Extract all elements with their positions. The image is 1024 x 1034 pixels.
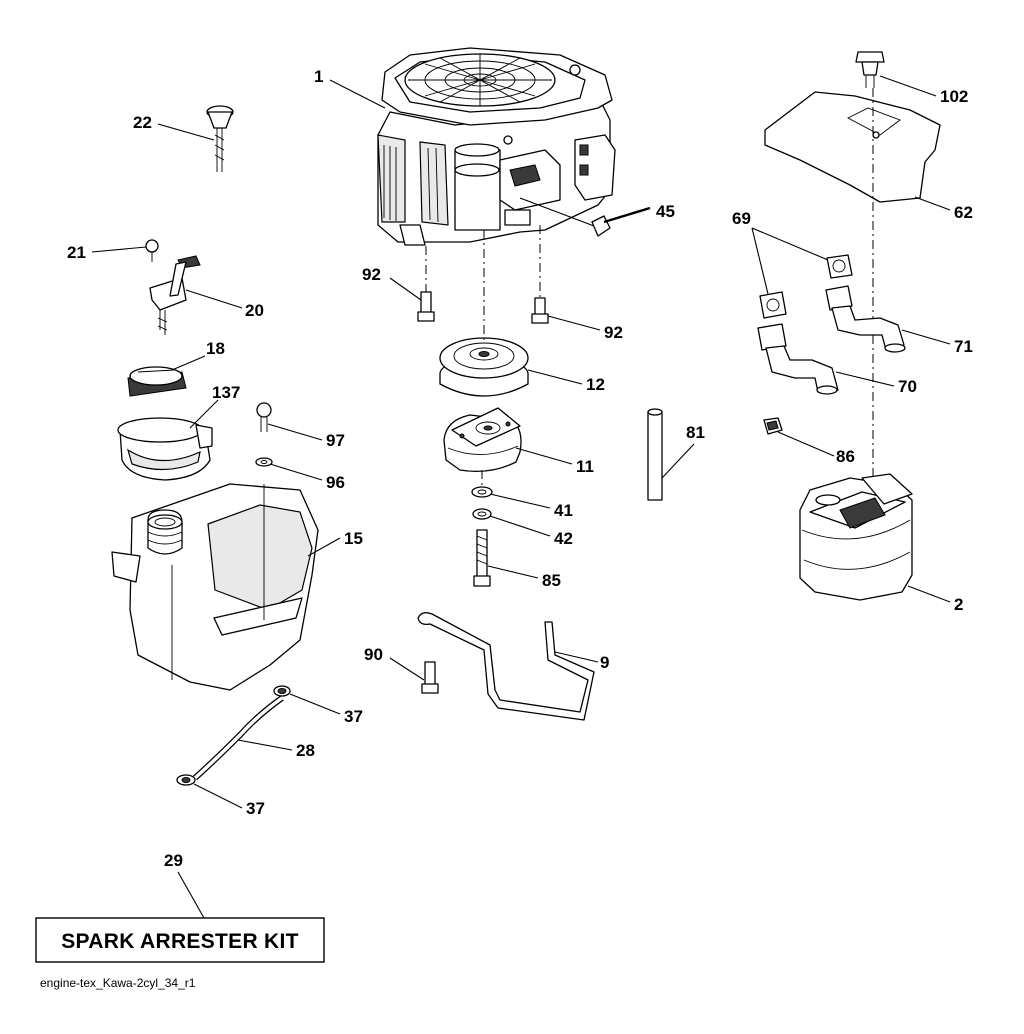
callout-90: 90 (364, 645, 383, 664)
fuel-cap-part (127, 366, 187, 397)
clamp-lower-part (176, 774, 196, 786)
callout-42: 42 (554, 529, 573, 548)
exhaust-pipe-left-part (757, 323, 839, 395)
callout-71: 71 (954, 337, 973, 356)
callout-2: 2 (954, 595, 963, 614)
callout-92-left: 92 (362, 265, 381, 284)
callout-81: 81 (686, 423, 705, 442)
callout-1: 1 (314, 67, 323, 86)
spark-arrester-kit-label: SPARK ARRESTER KIT (61, 930, 299, 953)
knob-part (855, 51, 885, 88)
washer-part (255, 457, 273, 467)
callout-137: 137 (212, 383, 240, 402)
clamp-upper-part (273, 685, 291, 697)
bolt-part-left (417, 291, 435, 322)
fuel-tank-part (111, 483, 319, 691)
gasket-part (759, 254, 853, 319)
bracket-rod-part (417, 612, 595, 721)
callout-12: 12 (586, 375, 605, 394)
rod-part (647, 408, 663, 501)
throttle-control-part (145, 239, 201, 335)
callout-37-upper: 37 (344, 707, 363, 726)
pulley-part (439, 337, 529, 397)
bolt-85-part (473, 529, 491, 587)
spark-arrester-kit-box (35, 917, 325, 963)
bolt-90-part (421, 661, 439, 694)
callout-22: 22 (133, 113, 152, 132)
nut-part (763, 417, 783, 435)
callout-9: 9 (600, 653, 609, 672)
engine-part (377, 47, 616, 246)
exhaust-pipe-right-part (825, 285, 906, 353)
callout-21: 21 (67, 243, 86, 262)
callout-70: 70 (898, 377, 917, 396)
bolt-part-right (531, 297, 549, 324)
callout-41: 41 (554, 501, 573, 520)
callout-18: 18 (206, 339, 225, 358)
callout-28: 28 (296, 741, 315, 760)
dipstick-part (206, 105, 234, 172)
fuel-tank-shroud-part (117, 417, 213, 481)
clutch-part (443, 407, 522, 473)
callout-92-right: 92 (604, 323, 623, 342)
fuel-hose-part (192, 695, 284, 781)
callout-62: 62 (954, 203, 973, 222)
washer-41-part (471, 486, 493, 498)
callout-11: 11 (576, 457, 594, 476)
callout-69: 69 (732, 209, 751, 228)
callout-97: 97 (326, 431, 345, 450)
callout-37-lower: 37 (246, 799, 265, 818)
screw-part (256, 402, 272, 432)
callout-45: 45 (656, 202, 675, 221)
callout-86: 86 (836, 447, 855, 466)
callout-29: 29 (164, 851, 183, 870)
muffler-part (799, 473, 913, 601)
callout-20: 20 (245, 301, 264, 320)
callout-15: 15 (344, 529, 363, 548)
callout-102: 102 (940, 87, 968, 106)
callout-85: 85 (542, 571, 561, 590)
washer-42-part (472, 508, 492, 520)
spark-plug-part (591, 206, 651, 237)
callout-96: 96 (326, 473, 345, 492)
heat-shield-part (764, 91, 941, 203)
diagram-code: engine-tex_Kawa-2cyl_34_r1 (40, 976, 196, 990)
